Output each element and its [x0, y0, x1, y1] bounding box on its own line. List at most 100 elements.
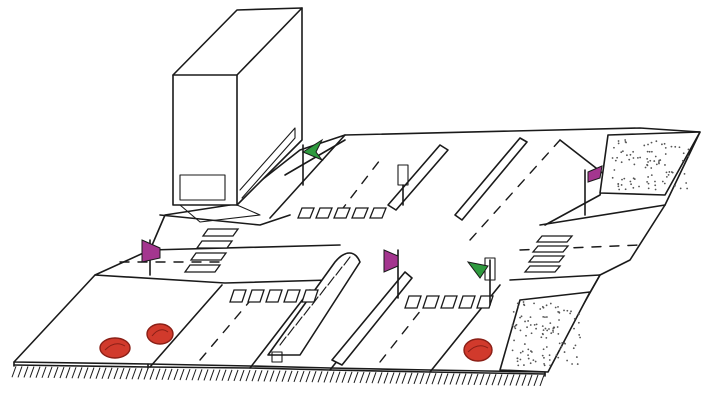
gravel-dot [542, 348, 545, 351]
gravel-dot [527, 357, 530, 360]
hatch-line [521, 374, 527, 386]
gravel-dot [526, 326, 528, 329]
gravel-dot [525, 334, 527, 337]
gravel-dot [613, 169, 616, 171]
hatch-line [263, 370, 269, 382]
hatch-line [509, 374, 515, 386]
gravel-dot [683, 172, 686, 175]
gravel-dot [533, 323, 536, 326]
gravel-dot [653, 160, 656, 162]
gravel-dot [519, 351, 522, 354]
gravel-dot [657, 161, 660, 163]
gravel-dot [654, 155, 657, 158]
hatch-line [95, 367, 101, 379]
gravel-dot [629, 180, 632, 183]
gravel-dot [655, 163, 658, 166]
gravel-dot [566, 309, 569, 312]
hatch-line [53, 366, 59, 379]
hatch-line [83, 367, 89, 379]
hatch-line [461, 373, 467, 385]
gravel-dot [542, 315, 545, 318]
gravel-dot [647, 176, 650, 178]
gravel-dot [549, 322, 552, 325]
gravel-dot [636, 156, 639, 159]
magenta-signal-flag [141, 239, 161, 263]
gravel-dot [686, 187, 689, 190]
gravel-dot [563, 351, 566, 353]
gravel-dot [620, 184, 623, 186]
pedestrian-signal-right-center [466, 257, 496, 306]
crosswalk-stripe [351, 207, 369, 219]
gravel-dot [560, 345, 563, 348]
gravel-dot [527, 354, 529, 357]
hatch-line [59, 366, 65, 379]
gravel-dot [661, 143, 663, 146]
hatch-line [221, 369, 227, 381]
crosswalk-stripe [283, 289, 301, 303]
hatch-line [299, 370, 305, 383]
gravel-dot [553, 326, 555, 329]
hatch-line [449, 373, 455, 385]
gravel-dot [555, 354, 558, 356]
barrier-fin [295, 316, 303, 326]
crosswalk-stripe [523, 265, 562, 273]
green-signal-flag [301, 138, 324, 162]
hatch-line [353, 371, 359, 384]
crosswalk-left [183, 228, 240, 273]
gravel-dot [617, 140, 620, 142]
gravel-dot [654, 184, 657, 187]
barrier-fin [287, 326, 295, 336]
hatch-line [281, 370, 287, 382]
median-barriers [267, 137, 528, 366]
gravel-dot [616, 156, 619, 159]
red-circle-marking [146, 323, 174, 345]
gravel-dot [548, 328, 550, 330]
barrier-fin [327, 276, 335, 286]
hatch-line [515, 374, 521, 386]
gravel-dot [647, 161, 649, 163]
gravel-dot [647, 187, 650, 190]
crosswalk-stripe [301, 289, 319, 303]
crosswalk-stripe [189, 252, 228, 261]
gravel-dot [543, 364, 546, 367]
gravel-dot [527, 320, 530, 322]
gravel-dot [519, 329, 522, 332]
hatch-line [329, 371, 335, 383]
gravel-dot [647, 143, 649, 146]
building [172, 7, 303, 223]
hatch-line [131, 368, 137, 380]
gravel-dot [513, 325, 516, 328]
crosswalk-stripe [333, 207, 351, 219]
gravel-dot [516, 302, 519, 305]
gravel-dot [621, 150, 624, 153]
gravel-dot [511, 324, 514, 326]
gravel-dot [579, 336, 581, 339]
hatch-line [371, 372, 377, 384]
gravel-bed-bottom-right [499, 291, 591, 373]
gravel-dot [558, 342, 561, 345]
gravel-dot [620, 161, 623, 164]
gravel-dot [559, 348, 561, 351]
crosswalk-stripe [476, 295, 494, 309]
hatch-line [491, 374, 497, 386]
hatch-line [209, 369, 215, 381]
red-circle-marking [463, 338, 493, 362]
hatch-line [395, 372, 401, 384]
gravel-dot [670, 171, 673, 173]
gravel-dot [533, 302, 535, 305]
hatch-line [293, 370, 299, 383]
gravel-dot [617, 185, 620, 188]
gravel-dot [542, 329, 545, 332]
crosswalk-top [297, 207, 387, 219]
hatch-line [317, 371, 323, 383]
crosswalk-stripe [458, 295, 476, 309]
hatch-line [197, 369, 203, 381]
gravel-dot [529, 362, 532, 365]
gravel-dot [620, 151, 623, 154]
gravel-dot [548, 354, 551, 357]
hatch-line [17, 366, 23, 378]
gravel-dot [647, 182, 650, 185]
hatch-line [527, 374, 533, 386]
gravel-dot [545, 336, 548, 339]
crosswalk-right [523, 235, 574, 273]
